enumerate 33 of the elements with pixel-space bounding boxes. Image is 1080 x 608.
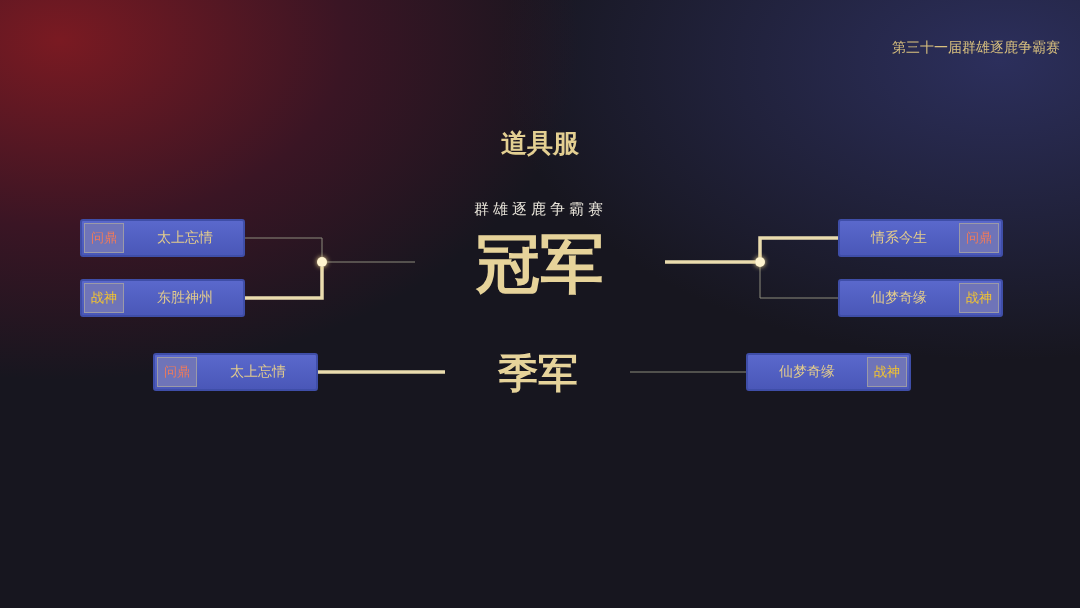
team-box [838,279,1003,317]
bracket-line [665,260,755,264]
title: 道具服 [500,127,580,160]
team-name: 仙梦奇缘 [777,363,836,381]
event-heading: 第三十一届群雄逐鹿争霸赛 [891,39,1060,57]
team-name: 太上忘情 [155,229,214,247]
bracket-line [629,371,747,373]
bracket-line [759,266,839,299]
team-box [838,219,1003,257]
team-box [80,279,245,317]
rank-badge: 战神 [867,357,907,387]
bracket-line [244,237,323,258]
team-name: 东胜神州 [155,289,214,307]
third-place-heading: 季军 [445,350,630,396]
bracket-line [326,261,416,263]
rank-badge: 问鼎 [84,223,124,253]
champion-heading: 冠军 [415,228,665,300]
team-box [153,353,318,391]
rank-badge: 战神 [959,283,999,313]
rank-badge: 问鼎 [959,223,999,253]
bracket-line [245,267,324,300]
rank-badge: 战神 [84,283,124,313]
rank-badge: 问鼎 [157,357,197,387]
junction-dot [755,257,765,267]
team-name: 仙梦奇缘 [869,289,928,307]
bracket-line [318,370,445,374]
team-box [80,219,245,257]
team-box [746,353,911,391]
bracket-line [758,236,838,257]
junction-dot [317,257,327,267]
team-name: 情系今生 [869,229,928,247]
event-subtitle: 群雄逐鹿争霸赛 [472,200,608,219]
team-name: 太上忘情 [228,363,287,381]
